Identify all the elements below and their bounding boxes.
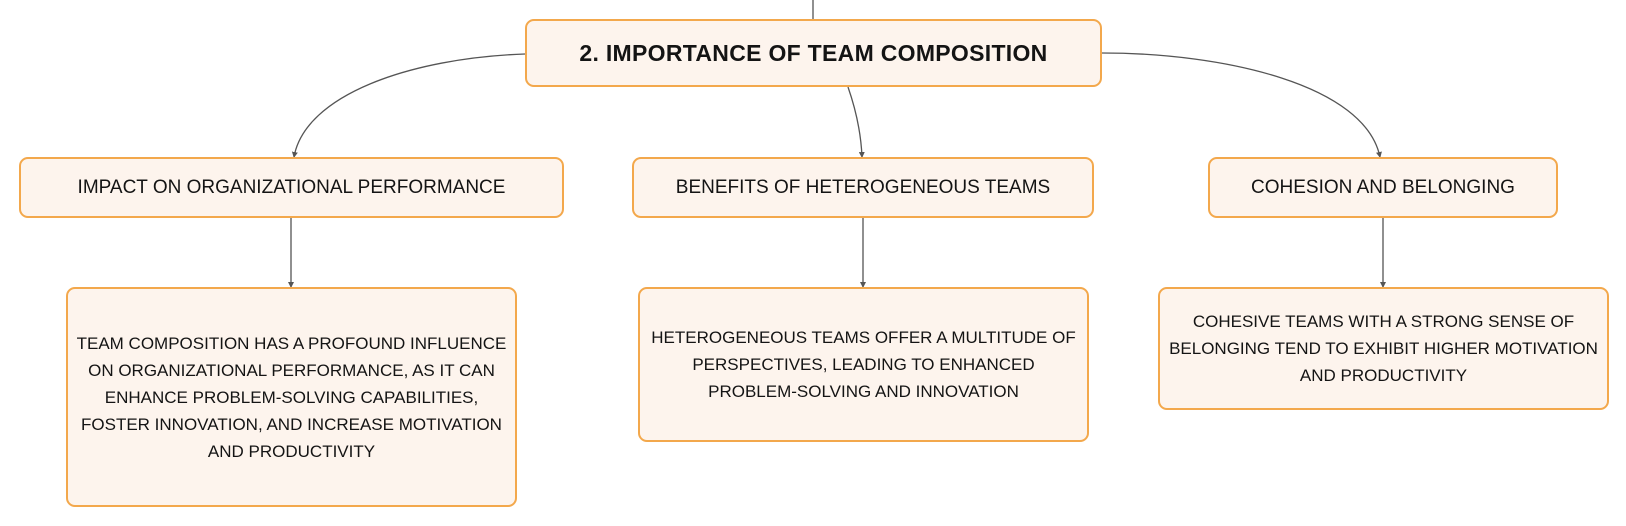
detail-node-text: COHESIVE TEAMS WITH A STRONG SENSE OF BE…	[1169, 312, 1598, 385]
connector-root-to-branch-2	[847, 86, 865, 158]
branch-node-organizational-performance[interactable]: IMPACT ON ORGANIZATIONAL PERFORMANCE	[19, 157, 564, 218]
detail-node-heterogeneous-teams[interactable]: HETEROGENEOUS TEAMS OFFER A MULTITUDE OF…	[638, 287, 1089, 442]
detail-node-text: HETEROGENEOUS TEAMS OFFER A MULTITUDE OF…	[651, 328, 1076, 401]
connector-root-to-branch-1	[291, 53, 526, 158]
root-node[interactable]: 2. IMPORTANCE OF TEAM COMPOSITION	[525, 19, 1102, 87]
branch-node-label: IMPACT ON ORGANIZATIONAL PERFORMANCE	[77, 176, 506, 198]
branch-node-label: BENEFITS OF HETEROGENEOUS TEAMS	[675, 176, 1051, 198]
detail-node-cohesion-belonging[interactable]: COHESIVE TEAMS WITH A STRONG SENSE OF BE…	[1158, 287, 1609, 410]
connector-root-to-branch-3	[1101, 52, 1382, 158]
branch-node-cohesion-belonging[interactable]: COHESION AND BELONGING	[1208, 157, 1558, 218]
root-node-label: 2. IMPORTANCE OF TEAM COMPOSITION	[579, 39, 1048, 66]
branch-node-label: COHESION AND BELONGING	[1251, 176, 1515, 198]
detail-node-organizational-performance[interactable]: TEAM COMPOSITION HAS A PROFOUND INFLUENC…	[66, 287, 517, 507]
branch-node-heterogeneous-teams[interactable]: BENEFITS OF HETEROGENEOUS TEAMS	[632, 157, 1094, 218]
detail-node-text: TEAM COMPOSITION HAS A PROFOUND INFLUENC…	[76, 333, 507, 461]
